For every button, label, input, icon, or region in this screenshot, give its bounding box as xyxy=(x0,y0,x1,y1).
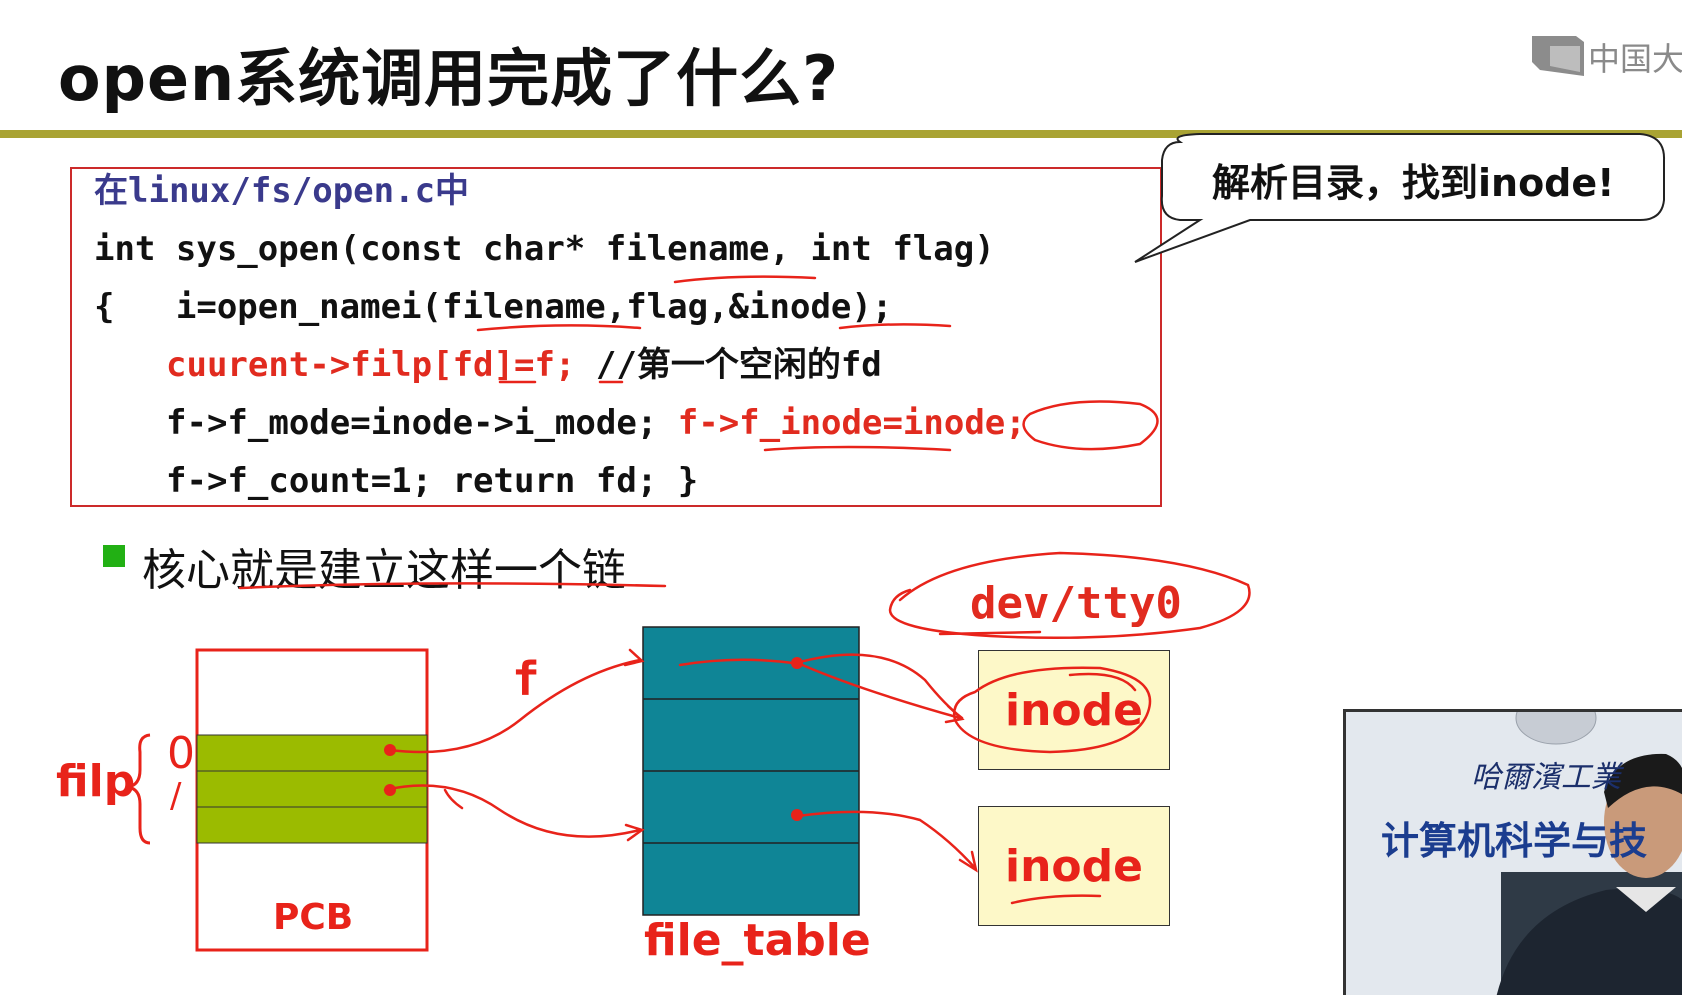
video-background xyxy=(1346,712,1682,995)
inode-top-label: inode xyxy=(1005,684,1143,736)
bullet-text: 核心就是建立这样一个链 xyxy=(142,545,626,596)
code-mode-assign: f->f_mode=inode->i_mode; xyxy=(166,403,658,443)
code-filp-assign: cuurent->filp[fd]=f; xyxy=(166,345,576,385)
pcb-label: PCB xyxy=(273,897,354,938)
underline-inode-arg xyxy=(838,323,952,330)
filp-label: filp xyxy=(56,756,136,807)
underline-filename-2 xyxy=(476,324,642,332)
code-filp-comment: //第一个空闲的fd xyxy=(575,345,882,385)
underline-f-inode xyxy=(763,445,952,452)
inode-box-top: inode xyxy=(978,650,1170,770)
code-line-open-namei: { i=open_namei(filename,flag,&inode); xyxy=(94,287,893,327)
code-box xyxy=(70,167,1162,507)
video-sign-line2: 计算机科学与技 xyxy=(1381,819,1648,863)
code-line-mode: f->f_mode=inode->i_mode; f->f_inode=inod… xyxy=(166,394,1026,452)
underline-bullet xyxy=(238,582,667,590)
arrow-filetable-to-inode-bottom xyxy=(796,810,977,870)
f-pointer-label: f xyxy=(512,652,540,706)
presenter-video: 哈爾濱工業 计算机科学与技 xyxy=(1343,709,1682,995)
page-title: open系统调用完成了什么? xyxy=(58,42,840,115)
filp-brace xyxy=(127,733,151,845)
code-line-signature: int sys_open(const char* filename, int f… xyxy=(94,229,995,269)
device-name-label: dev/tty0 xyxy=(970,578,1182,629)
title-divider xyxy=(0,130,1682,138)
inode-bottom-label: inode xyxy=(1005,840,1143,892)
bullet-square-icon xyxy=(103,545,125,567)
filp-index-0: 0 xyxy=(167,728,195,779)
logo-text: 中国大 xyxy=(1588,40,1682,78)
circle-code-inode xyxy=(1022,400,1159,451)
code-line-filp: cuurent->filp[fd]=f; //第一个空闲的fd xyxy=(166,336,882,394)
underline-filename xyxy=(673,275,817,284)
mooc-logo-icon xyxy=(1532,36,1584,76)
filp-index-1: / xyxy=(170,776,182,816)
code-path-line: 在linux/fs/open.c中 xyxy=(94,171,470,211)
circle-dev-tty0 xyxy=(888,551,1251,640)
callout-text: 解析目录，找到inode! xyxy=(1212,161,1615,205)
code-line-count-return: f->f_count=1; return fd; } xyxy=(166,461,699,501)
underline-inode-bottom xyxy=(1010,894,1102,905)
arrow-filp1-to-filetable xyxy=(383,784,642,838)
file-table-label: file_table xyxy=(644,915,871,966)
arrow-filp0-to-filetable xyxy=(388,658,642,754)
video-sign-line1: 哈爾濱工業 xyxy=(1471,760,1621,795)
filp-slot-2 xyxy=(196,806,428,844)
inode-box-bottom: inode xyxy=(978,806,1170,926)
code-inode-assign: f->f_inode=inode; xyxy=(677,403,1026,443)
